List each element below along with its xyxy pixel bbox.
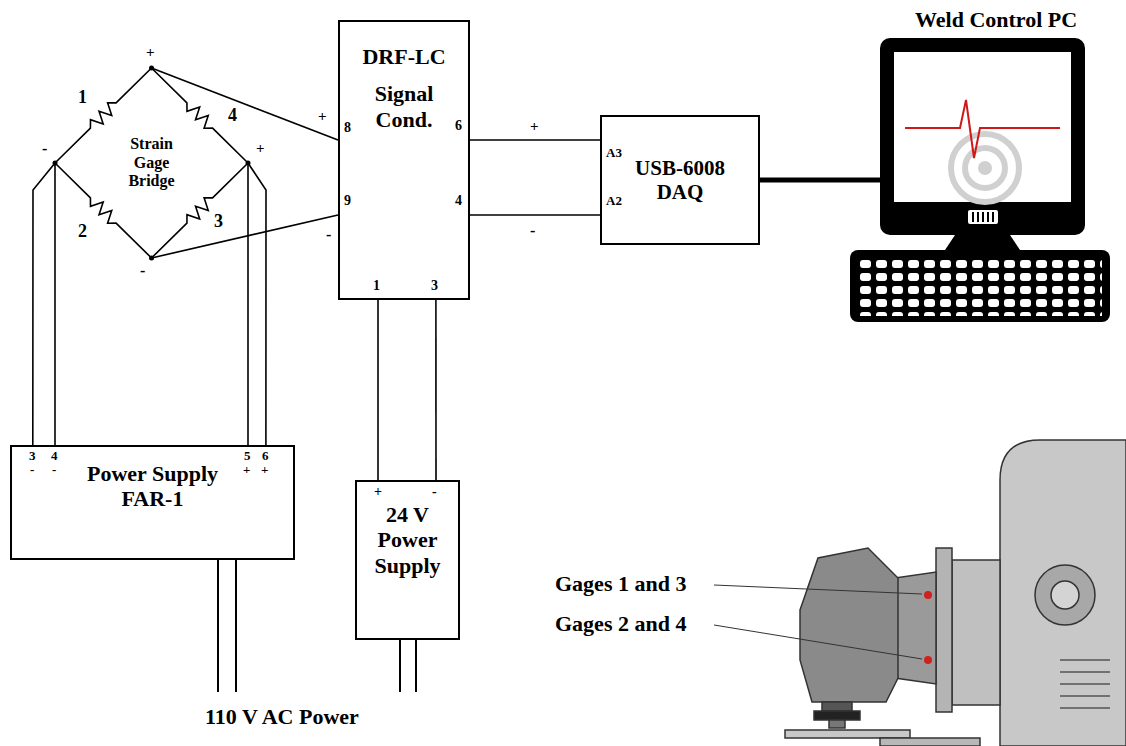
pin-label: 3 [214, 212, 223, 232]
caption-label: 110 V AC Power [205, 705, 359, 729]
pin-label: + [261, 463, 268, 477]
caption-label: Gages 2 and 4 [555, 612, 686, 636]
pin-label: 1 [373, 278, 380, 293]
wire [435, 300, 437, 480]
pin-label: - [140, 262, 145, 280]
wire [33, 163, 55, 445]
node-text: USB-6008 DAQ [624, 156, 736, 204]
strain-gage-dot [924, 591, 932, 599]
wire [54, 163, 56, 445]
pin-label: - [326, 226, 331, 244]
pc-monitor [880, 38, 1085, 250]
signal-conditioner-box: DRF-LC Signal Cond. [338, 20, 470, 300]
pin-label: + [256, 140, 265, 157]
pin-label: - [42, 140, 47, 158]
leader-line [714, 585, 922, 594]
daq-box: USB-6008 DAQ [600, 115, 760, 245]
pin-label: 3 [29, 449, 36, 463]
wire [377, 300, 379, 480]
wire [247, 163, 249, 445]
pin-label: - [52, 463, 56, 477]
usb-cable [760, 178, 882, 183]
bridge-node-dot [149, 66, 154, 71]
pin-label: - [30, 463, 34, 477]
pin-label: 4 [455, 193, 462, 208]
pin-label: 5 [244, 449, 251, 463]
wire [470, 139, 600, 141]
pin-label: 4 [228, 106, 237, 126]
pin-label: + [243, 463, 250, 477]
strain-gage-dot [924, 656, 932, 664]
pin-label: - [432, 484, 437, 499]
pin-label: + [374, 484, 382, 499]
caption-label: Weld Control PC [915, 8, 1077, 32]
pin-label: 9 [344, 193, 351, 208]
wire [248, 163, 266, 445]
bridge-node-dot [149, 256, 154, 261]
caption-label: Gages 1 and 3 [555, 572, 686, 596]
pin-label: + [318, 108, 327, 125]
pin-label: + [146, 44, 155, 61]
power-supply-box: 24 V Power Supply [355, 480, 460, 640]
wire [152, 68, 339, 140]
node-text: DRF-LC [362, 44, 445, 69]
bridge-node-dot [246, 161, 251, 166]
node-text: Strain Gage Bridge [116, 135, 188, 190]
pin-label: 3 [431, 278, 438, 293]
pin-label: 1 [78, 88, 87, 108]
pin-label: A3 [606, 146, 622, 160]
pin-label: 6 [455, 118, 462, 133]
pc-keyboard [850, 250, 1110, 322]
pin-label: - [530, 222, 535, 240]
pin-label: 6 [262, 449, 269, 463]
wire [152, 215, 339, 258]
node-text: 24 V Power Supply [368, 502, 448, 578]
node-text: Power Supply FAR-1 [68, 461, 238, 512]
pin-label: 4 [51, 449, 58, 463]
bridge-node-dot [53, 161, 58, 166]
wire [470, 214, 600, 216]
welding-machine [785, 440, 1126, 746]
node-text: Signal Cond. [359, 81, 449, 132]
pin-label: 2 [78, 222, 87, 242]
pin-label: A2 [606, 194, 622, 208]
pin-label: 8 [344, 120, 351, 135]
leader-line [714, 625, 922, 659]
pin-label: + [530, 118, 539, 135]
